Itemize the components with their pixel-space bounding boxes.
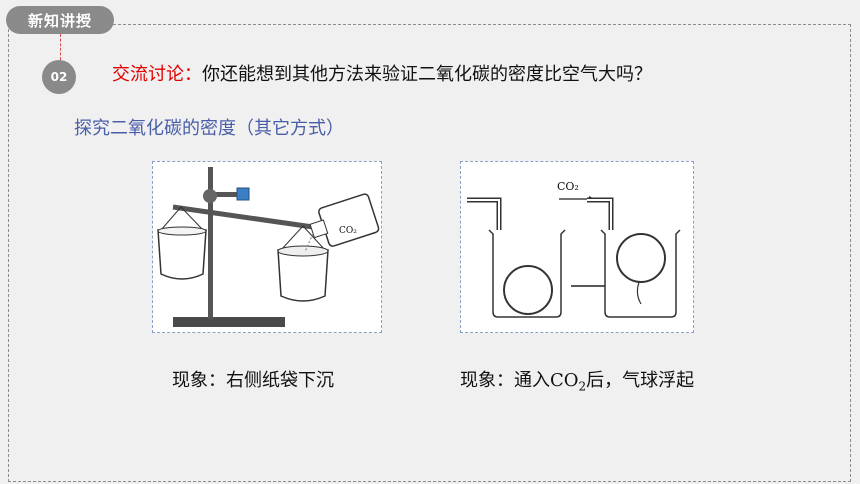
right-observation-suffix: 后，气球浮起 [586, 370, 695, 391]
right-observation: 现象：通入CO2后，气球浮起 [460, 366, 694, 394]
right-observation-prefix: 现象：通入CO [460, 370, 579, 391]
balance-illustration: CO₂ [157, 167, 380, 327]
balloon-figure: CO₂ [460, 161, 694, 333]
experiment-subtitle: 探究二氧化碳的密度（其它方式） [74, 118, 344, 139]
question-label: 交流讨论： [112, 64, 202, 85]
left-observation: 现象：右侧纸袋下沉 [172, 370, 334, 391]
bottle-label: CO₂ [339, 226, 357, 236]
discussion-question: 交流讨论：你还能想到其他方法来验证二氧化碳的密度比空气大吗？ [112, 60, 652, 86]
connector-line [60, 34, 61, 60]
section-tag: 新知讲授 [6, 6, 114, 34]
gas-label: CO₂ [557, 180, 579, 193]
balloon-illustration: CO₂ [467, 180, 681, 318]
question-text: 你还能想到其他方法来验证二氧化碳的密度比空气大吗？ [202, 64, 652, 85]
content-frame [8, 24, 851, 482]
right-observation-subscript: 2 [578, 379, 587, 394]
balance-figure: CO₂ [152, 161, 382, 333]
step-number: 02 [42, 60, 76, 94]
